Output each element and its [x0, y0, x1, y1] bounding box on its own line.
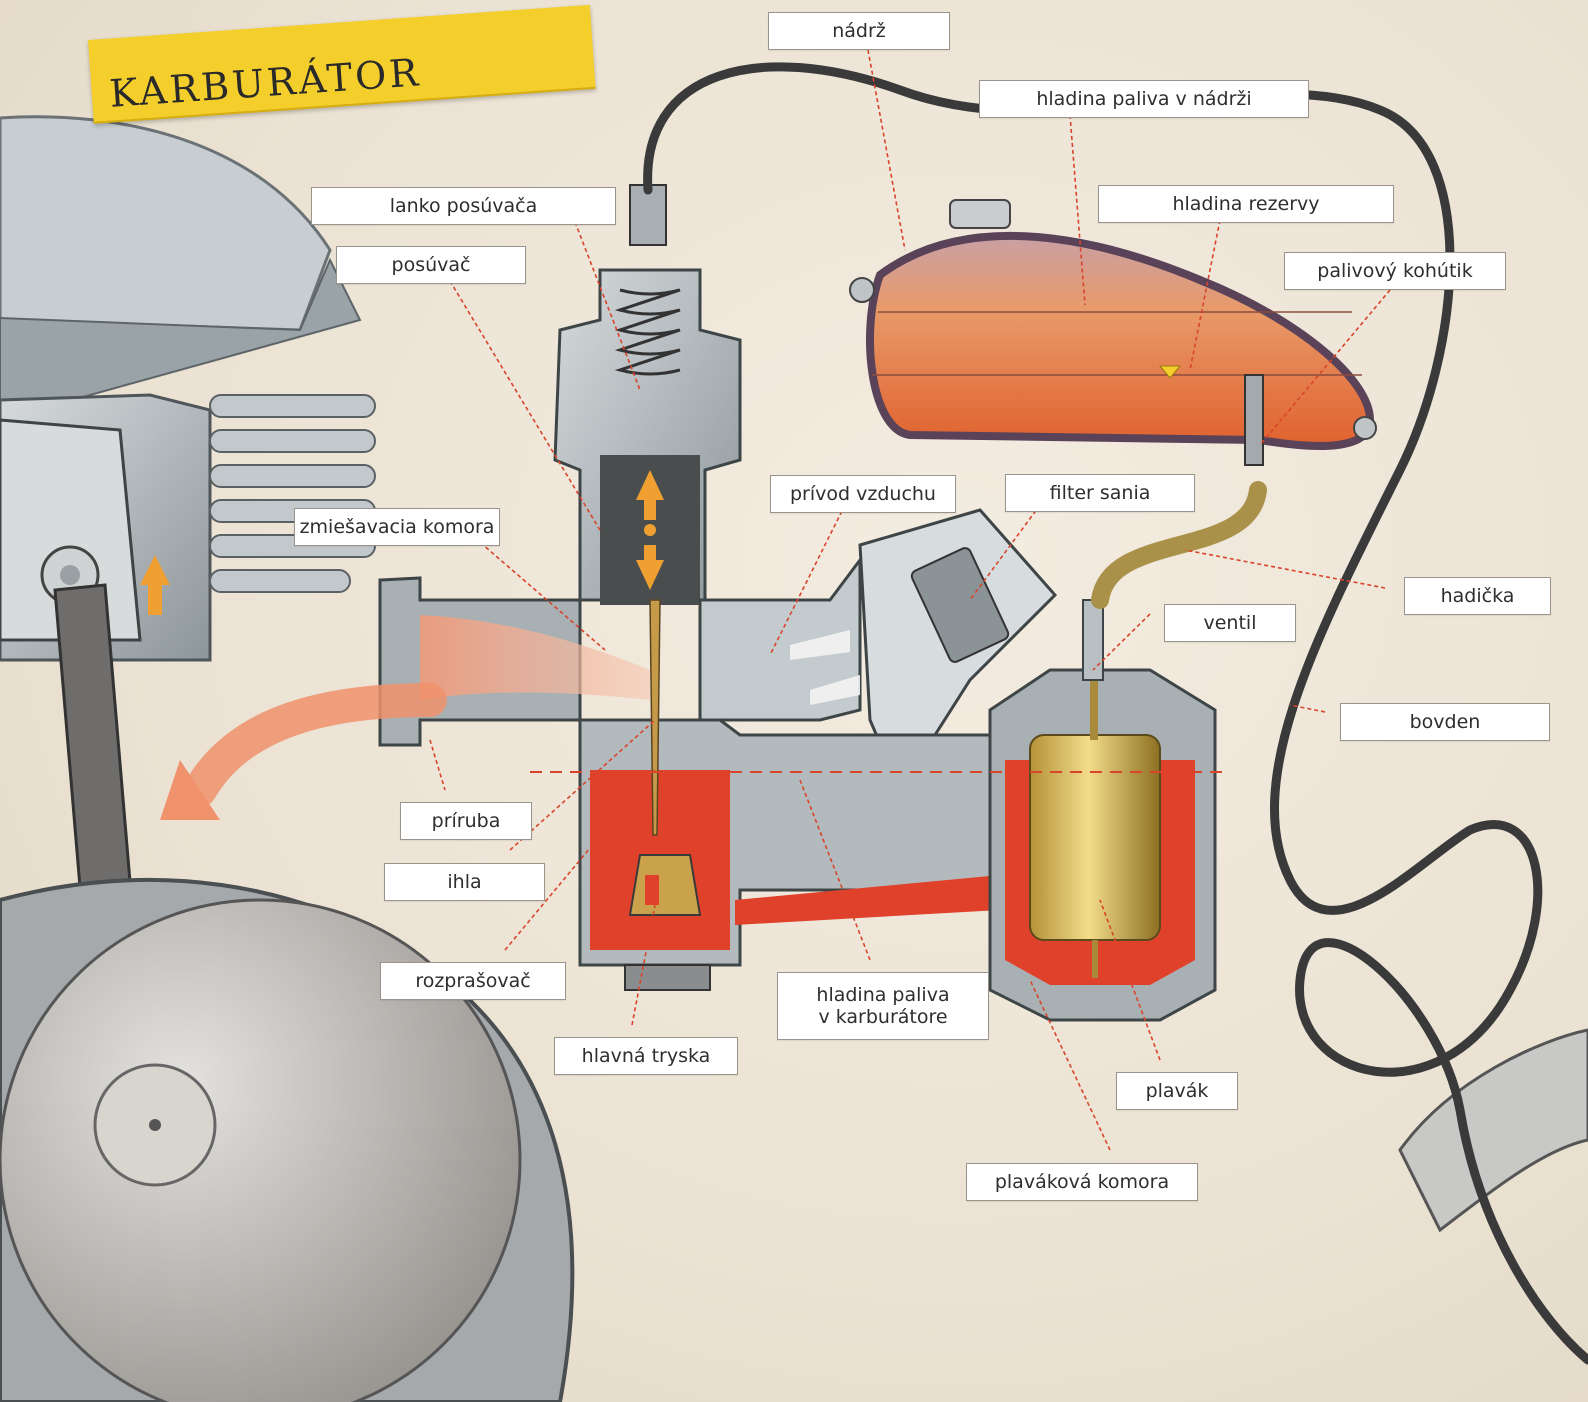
label-hlavna-tryska: hlavná tryska — [554, 1037, 738, 1075]
label-privod-vzduchu: prívod vzduchu — [770, 475, 956, 513]
cylinder-head — [0, 117, 360, 420]
label-ventil: ventil — [1164, 604, 1296, 642]
label-hadicka: hadička — [1404, 577, 1551, 615]
fuel-tank — [850, 200, 1376, 465]
label-posuvac: posúvač — [336, 246, 526, 284]
crankcase — [0, 880, 572, 1402]
label-rozprasovac: rozprašovač — [380, 962, 566, 1000]
label-hladina-rezervy: hladina rezervy — [1098, 185, 1394, 223]
label-lanko-posuvaca: lanko posúvača — [311, 187, 616, 225]
label-filter-sania: filter sania — [1005, 474, 1195, 512]
label-plavak: plavák — [1116, 1072, 1238, 1110]
label-hladina-paliva-v-nadrzi: hladina paliva v nádrži — [979, 80, 1309, 118]
label-nadrz: nádrž — [768, 12, 950, 50]
label-zmiesavacia-komora: zmiešavacia komora — [294, 508, 500, 546]
label-bovden: bovden — [1340, 703, 1550, 741]
label-plavakova-komora: plaváková komora — [966, 1163, 1198, 1201]
label-priruba: príruba — [400, 802, 532, 840]
exhaust-pipe — [1400, 1030, 1588, 1230]
label-hladina-paliva-v-karburatore: hladina paliva v karburátore — [777, 972, 989, 1040]
label-ihla: ihla — [384, 863, 545, 901]
label-palivovy-kohutik: palivový kohútik — [1284, 252, 1506, 290]
